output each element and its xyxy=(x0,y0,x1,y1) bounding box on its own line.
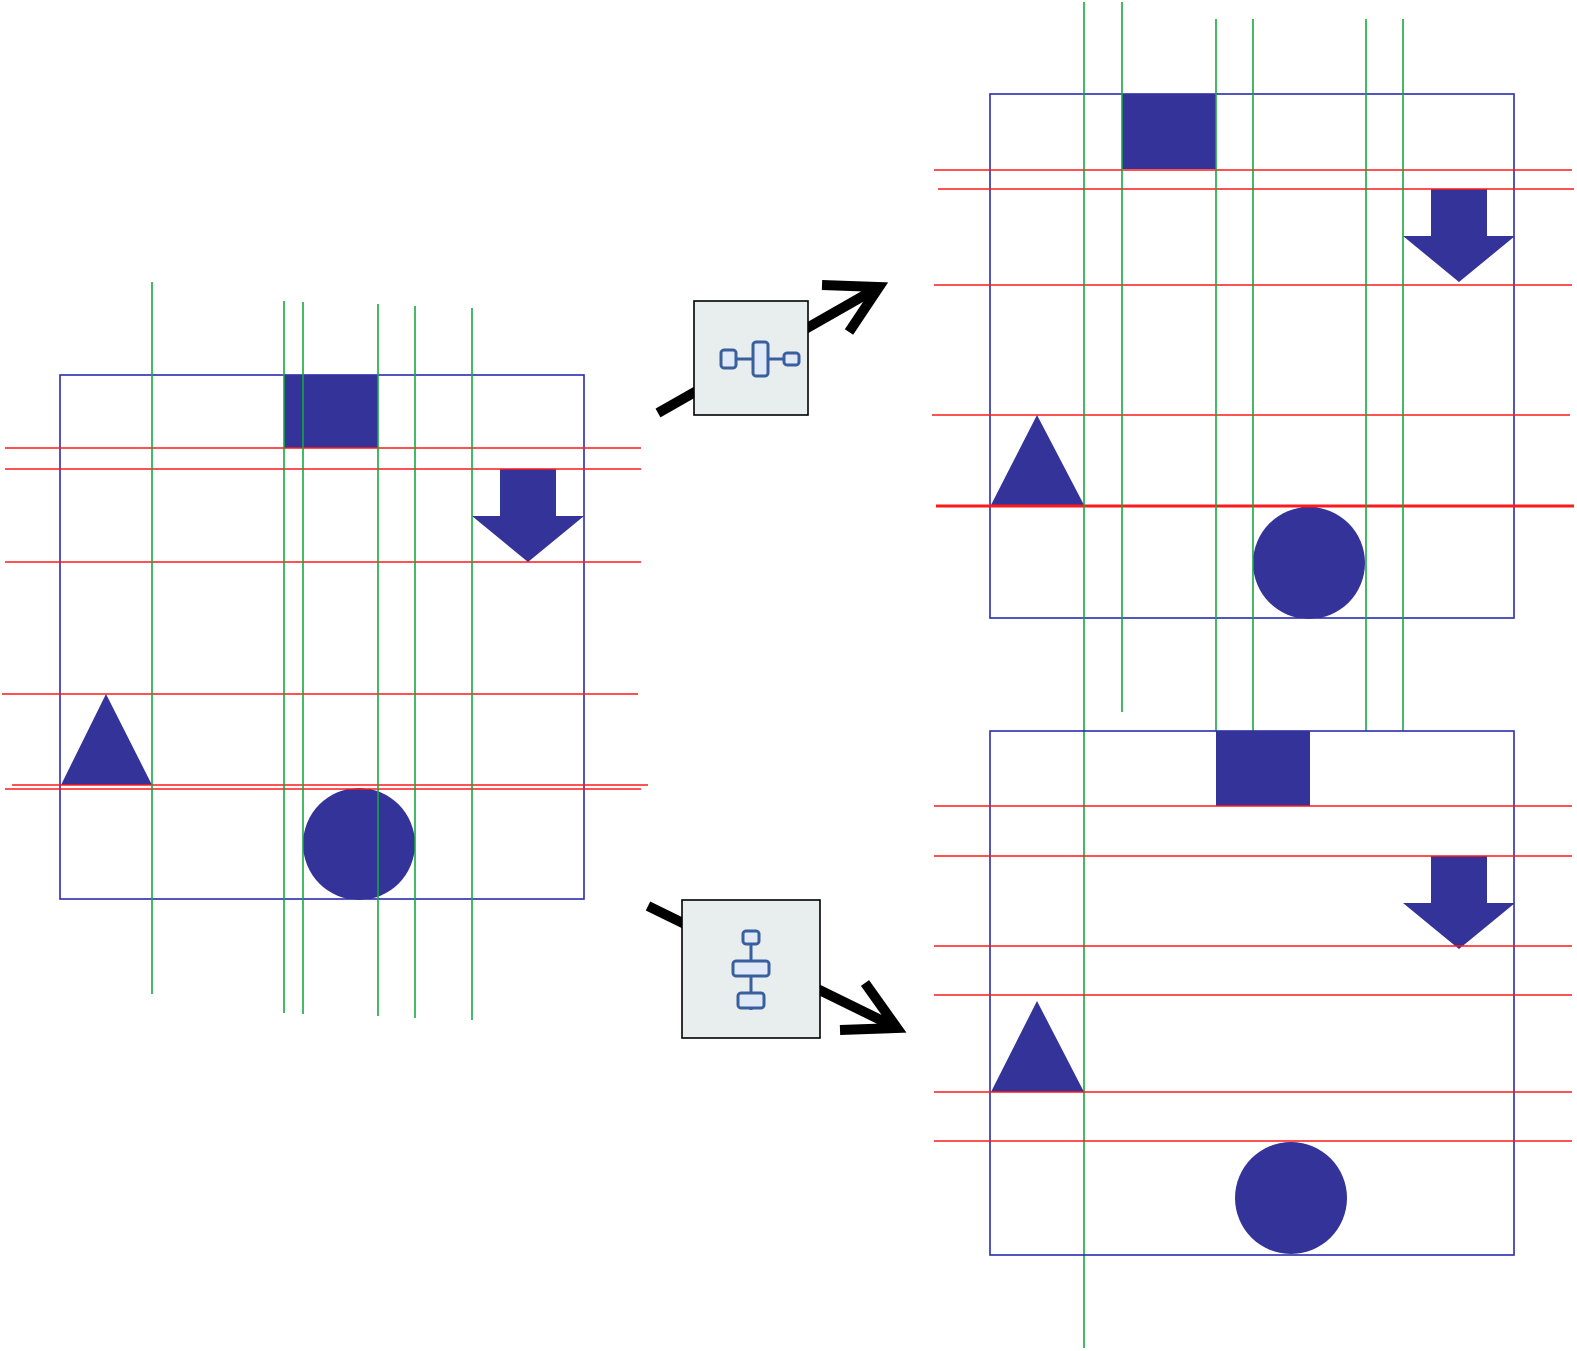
original-layout-panel xyxy=(2,282,648,1020)
horizontal-guide-lines xyxy=(2,447,648,790)
circle-shape xyxy=(1235,1142,1347,1254)
horizontal-guide-lines xyxy=(934,805,1572,1142)
arrowhead xyxy=(821,280,889,335)
layout-frame xyxy=(989,93,1515,619)
horizontal-align-icon xyxy=(719,340,801,378)
vertically-compacted-layout-panel xyxy=(934,730,1572,1256)
vertical-align-icon xyxy=(731,929,771,1010)
vertical-compaction-button[interactable] xyxy=(681,899,821,1039)
down-arrow-shape xyxy=(1403,189,1515,282)
horizontal-compaction-button[interactable] xyxy=(693,300,809,416)
triangle-shape xyxy=(991,1001,1084,1092)
triangle-shape xyxy=(61,694,152,785)
down-arrow-shape xyxy=(472,469,584,562)
square-shape xyxy=(1122,94,1216,169)
circle-shape xyxy=(1253,507,1365,619)
square-shape xyxy=(1216,731,1310,806)
circle-shape xyxy=(303,788,415,900)
square-shape xyxy=(284,375,378,448)
horizontally-compacted-layout-panel xyxy=(932,2,1574,1348)
triangle-shape xyxy=(991,415,1084,505)
vertical-guide-lines xyxy=(151,282,473,1020)
arrowhead xyxy=(839,980,907,1035)
vertical-guide-lines xyxy=(1083,2,1404,1348)
down-arrow-shape xyxy=(1403,856,1515,949)
